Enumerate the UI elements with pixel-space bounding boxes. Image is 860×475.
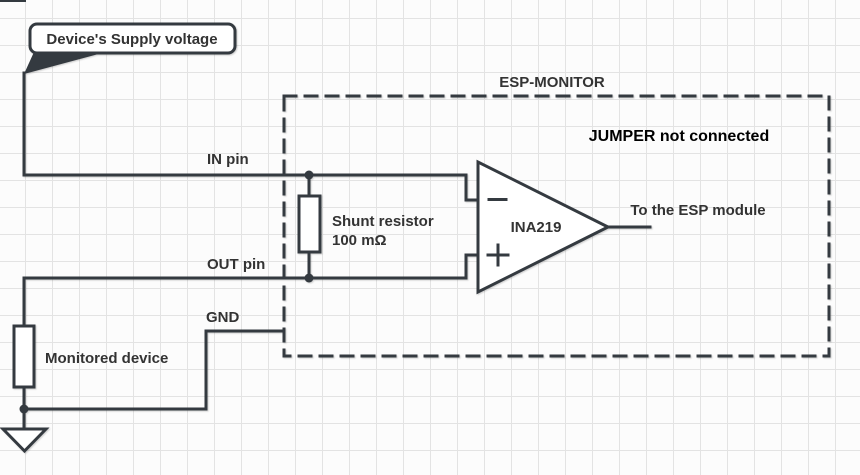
out-wire xyxy=(22,253,479,328)
diagram-shapes xyxy=(0,22,831,454)
monitored-device-label: Monitored device xyxy=(45,350,168,367)
junction-dot-icon xyxy=(304,170,314,180)
window-edge-artifact xyxy=(0,0,26,2)
gnd-wire xyxy=(22,329,286,411)
shunt-resistor-body xyxy=(297,194,322,254)
jumper-note: JUMPER not connected xyxy=(589,128,769,145)
diagram-labels: Device's Supply voltage ESP-MONITOR JUMP… xyxy=(45,31,769,367)
shunt-resistor-name: Shunt resistor xyxy=(332,213,434,230)
gnd-label: GND xyxy=(206,309,240,326)
output-label: To the ESP module xyxy=(630,202,765,219)
junction-dot-icon xyxy=(304,273,314,283)
callout-tail-icon xyxy=(24,52,106,74)
callout-label: Device's Supply voltage xyxy=(46,31,217,48)
esp-monitor-dashed-box xyxy=(282,94,831,358)
monitored-device-body xyxy=(12,324,36,389)
junction-dot-icon xyxy=(19,404,29,414)
opamp-triangle xyxy=(476,159,612,295)
out-pin-label: OUT pin xyxy=(207,256,265,273)
module-title: ESP-MONITOR xyxy=(499,74,605,91)
in-pin-label: IN pin xyxy=(207,151,249,168)
opamp-label: INA219 xyxy=(511,219,562,236)
ground-symbol-icon xyxy=(0,427,50,454)
callout-bubble xyxy=(28,22,237,55)
plus-icon xyxy=(486,243,510,267)
supply-in-wire xyxy=(22,71,479,202)
shunt-resistor-value: 100 mΩ xyxy=(332,232,387,249)
